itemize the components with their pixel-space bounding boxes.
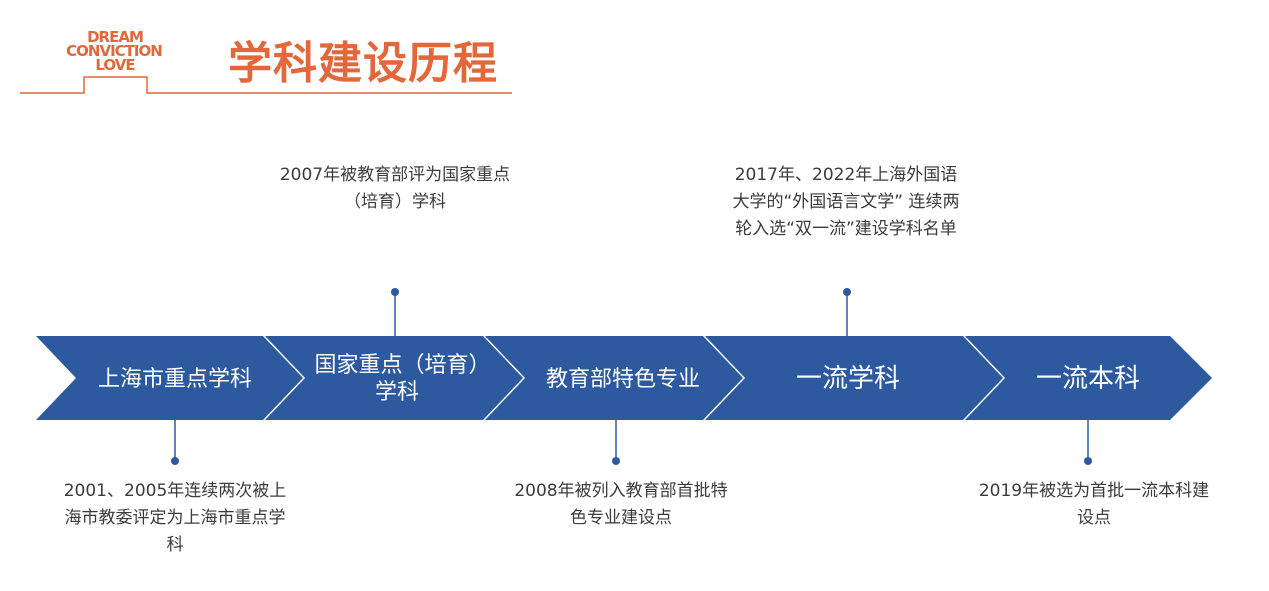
chevron-stage-3 <box>485 336 743 420</box>
connector-dot-stage-1 <box>171 457 179 465</box>
chevron-stage-5 <box>965 336 1212 420</box>
page-title: 学科建设历程 <box>228 38 498 89</box>
connector-dot-stage-2 <box>391 288 399 296</box>
logo-line-2: CONVICTION <box>66 42 163 60</box>
chevron-stage-2 <box>265 336 523 420</box>
stage-4-note: 2017年、2022年上海外国语大学的“外国语言文学” 连续两轮入选“双一流”建… <box>732 165 960 239</box>
stage-3-label: 教育部特色专业 <box>545 366 700 392</box>
stage-5-label: 一流本科 <box>1035 363 1140 394</box>
brand-logo: DREAM CONVICTION LOVE <box>50 30 180 80</box>
connector-dot-stage-3 <box>612 457 620 465</box>
stage-1-note: 2001、2005年连续两次被上海市教委评定为上海市重点学科 <box>63 481 287 555</box>
stage-1-label: 上海市重点学科 <box>97 366 252 392</box>
stage-2-note: 2007年被教育部评为国家重点（培育）学科 <box>279 165 511 212</box>
chevron-stage-1 <box>36 336 303 420</box>
stage-4-label: 一流学科 <box>795 363 900 394</box>
stage-3-note: 2008年被列入教育部首批特色专业建设点 <box>514 481 728 528</box>
header-underline <box>20 76 512 94</box>
logo-line-1: DREAM <box>87 28 144 46</box>
logo-line-3: LOVE <box>95 56 135 74</box>
connector-dot-stage-4 <box>843 288 851 296</box>
chevron-stage-4 <box>705 336 1003 420</box>
stage-2-label: 国家重点（培育）学科 <box>314 353 480 405</box>
stage-5-note: 2019年被选为首批一流本科建设点 <box>978 481 1210 528</box>
connector-dot-stage-5 <box>1084 457 1092 465</box>
